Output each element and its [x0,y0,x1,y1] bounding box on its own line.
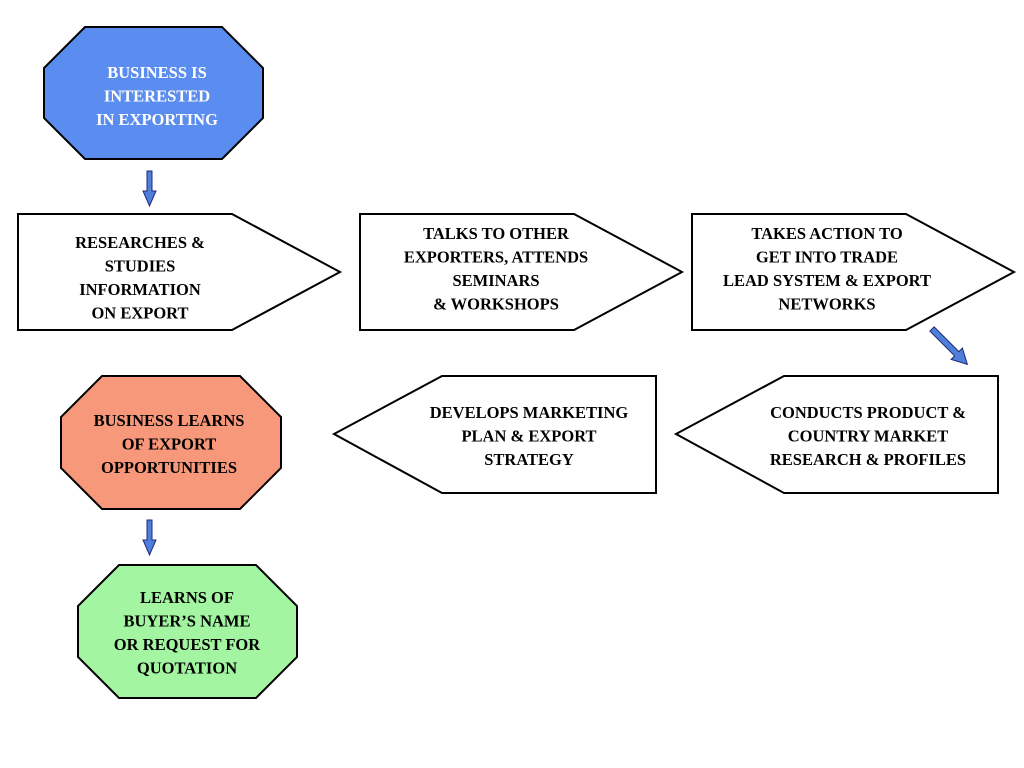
node-develops-shape [331,375,657,494]
node-takes-action: TAKES ACTION TO GET INTO TRADE LEAD SYSTEM… [691,213,1017,331]
node-takes-action-text-line-4: NETWORKS [778,295,875,314]
down-arrow-1 [142,170,157,208]
node-researches: RESEARCHES & STUDIES INFORMATION ON EXPORT [17,213,343,331]
node-talks-text-line-2: EXPORTERS, ATTENDS [404,248,588,267]
node-develops-text-line-3: STRATEGY [484,450,574,469]
node-talks-text-line-1: TALKS TO OTHER [423,224,570,243]
node-researches-text-line-1: RESEARCHES & [75,233,205,252]
node-develops-text-line-1: DEVELOPS MARKETING [430,403,629,422]
node-business-learns-shape [60,375,282,510]
node-talks-text-line-3: SEMINARS [452,271,539,290]
node-learns-buyer-text-line-1: LEARNS OF [140,588,234,607]
node-learns-buyer-text: LEARNS OF BUYER’S NAME OR REQUEST FOR QUOTA… [114,588,261,678]
node-business-learns-text: BUSINESS LEARNS OF EXPORT OPPORTUNITIES [94,411,245,477]
node-researches-shape [17,213,343,331]
node-learns-buyer-shape [77,564,298,699]
node-business-interested-text-line-1: BUSINESS IS [107,63,207,82]
node-conducts: CONDUCTS PRODUCT & COUNTRY MARKET RESEARCH… [673,375,999,494]
node-conducts-text: CONDUCTS PRODUCT & COUNTRY MARKET RESEARCH… [770,403,966,469]
node-business-interested-text-line-3: IN EXPORTING [96,110,218,129]
node-business-interested-text: BUSINESS IS INTERESTED IN EXPORTING [96,63,218,129]
node-talks-text-line-4: & WORKSHOPS [433,295,559,314]
node-business-learns: BUSINESS LEARNS OF EXPORT OPPORTUNITIES [60,375,282,510]
node-develops-text-line-2: PLAN & EXPORT [461,427,596,446]
node-talks-text: TALKS TO OTHER EXPORTERS, ATTENDS SEMINARS… [404,224,588,314]
node-develops: DEVELOPS MARKETING PLAN & EXPORT STRATEGY [331,375,657,494]
node-takes-action-text: TAKES ACTION TO GET INTO TRADE LEAD SYSTEM… [723,224,931,314]
node-learns-buyer-text-line-2: BUYER’S NAME [124,612,251,631]
node-researches-text: RESEARCHES & STUDIES INFORMATION ON EXPORT [75,233,205,323]
node-learns-buyer-text-line-3: OR REQUEST FOR [114,635,261,654]
node-business-interested-text-line-2: INTERESTED [104,87,210,106]
node-develops-text: DEVELOPS MARKETING PLAN & EXPORT STRATEGY [430,403,629,469]
node-takes-action-shape [691,213,1017,331]
down-arrow-2 [142,519,157,557]
node-business-learns-text-line-2: OF EXPORT [122,435,217,454]
node-researches-text-line-2: STUDIES [105,257,176,276]
node-takes-action-text-line-2: GET INTO TRADE [756,248,898,267]
node-takes-action-text-line-3: LEAD SYSTEM & EXPORT [723,271,931,290]
node-conducts-text-line-2: COUNTRY MARKET [788,427,949,446]
node-business-interested: BUSINESS IS INTERESTED IN EXPORTING [43,26,264,160]
node-talks-shape [359,213,685,331]
diagonal-arrow [929,326,969,366]
node-business-learns-text-line-1: BUSINESS LEARNS [94,411,245,430]
node-business-interested-shape [43,26,264,160]
node-learns-buyer-text-line-4: QUOTATION [137,659,237,678]
node-business-learns-text-line-3: OPPORTUNITIES [101,458,237,477]
node-learns-buyer: LEARNS OF BUYER’S NAME OR REQUEST FOR QUOTA… [77,564,298,699]
node-conducts-text-line-1: CONDUCTS PRODUCT & [770,403,966,422]
node-conducts-text-line-3: RESEARCH & PROFILES [770,450,966,469]
diagonal-arrow-shape [929,326,969,366]
node-researches-text-line-4: ON EXPORT [91,304,188,323]
node-talks: TALKS TO OTHER EXPORTERS, ATTENDS SEMINARS… [359,213,685,331]
node-conducts-shape [673,375,999,494]
node-researches-text-line-3: INFORMATION [79,280,201,299]
node-takes-action-text-line-1: TAKES ACTION TO [751,224,902,243]
